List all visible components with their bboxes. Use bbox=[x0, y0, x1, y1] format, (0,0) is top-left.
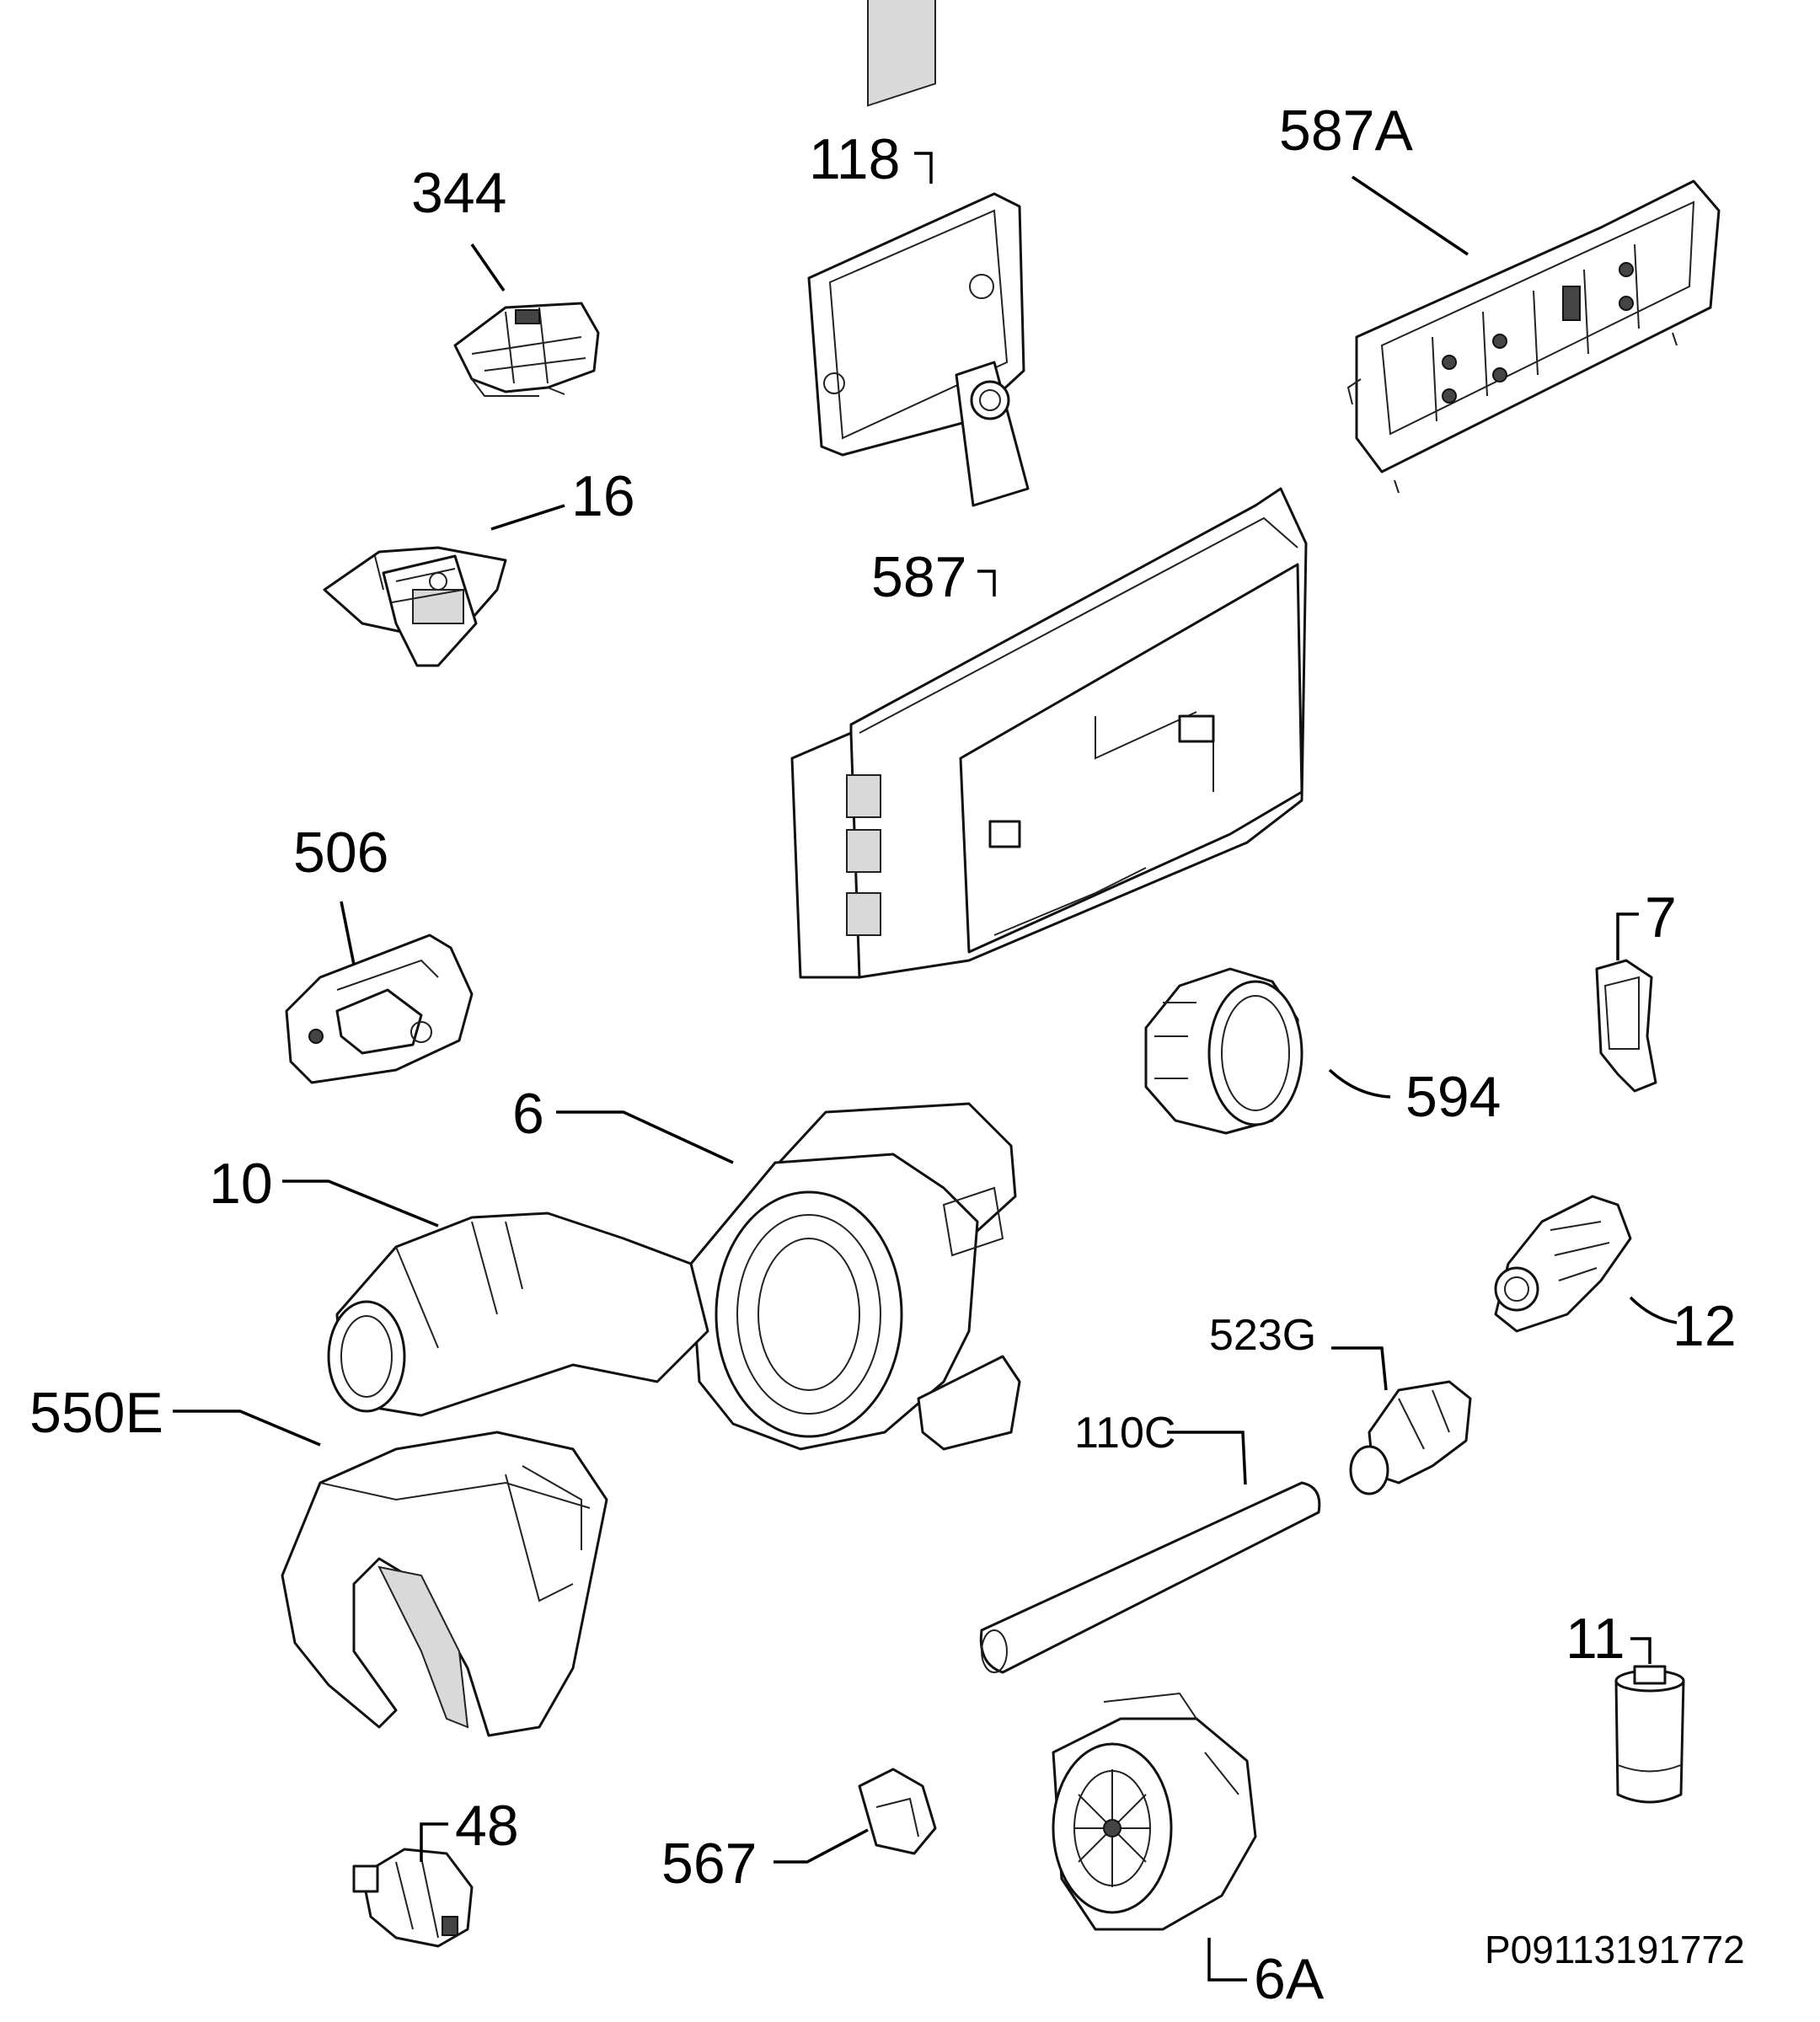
part-110C-drawing bbox=[979, 1481, 1321, 1674]
leader-506 bbox=[340, 901, 356, 966]
label-11: 11 bbox=[1566, 1607, 1625, 1671]
part-48-drawing bbox=[352, 1848, 474, 1948]
leader-6 bbox=[556, 1110, 734, 1164]
label-48: 48 bbox=[455, 1794, 519, 1858]
part-344-drawing bbox=[453, 302, 600, 397]
label-587A: 587A bbox=[1279, 99, 1413, 163]
leader-12 bbox=[1629, 1296, 1678, 1324]
leader-11 bbox=[1630, 1637, 1651, 1664]
leader-7 bbox=[1616, 912, 1639, 960]
label-6A: 6A bbox=[1254, 1947, 1325, 2011]
label-587: 587 bbox=[871, 545, 966, 609]
drawing-number: P09113191772 bbox=[1485, 1928, 1745, 1971]
leader-48 bbox=[420, 1822, 448, 1862]
leader-587 bbox=[977, 570, 996, 596]
part-506-drawing bbox=[285, 933, 474, 1084]
leader-110C bbox=[1167, 1431, 1247, 1485]
part-118-drawing bbox=[807, 0, 1030, 507]
label-594: 594 bbox=[1405, 1065, 1501, 1129]
label-118: 118 bbox=[809, 127, 900, 191]
leader-523G bbox=[1331, 1346, 1388, 1391]
label-16: 16 bbox=[571, 464, 635, 528]
leader-587A bbox=[1352, 175, 1469, 256]
part-11-drawing bbox=[1614, 1665, 1685, 1804]
leader-550E bbox=[173, 1410, 321, 1447]
label-523G: 523G bbox=[1209, 1311, 1316, 1360]
part-6-drawing bbox=[689, 1102, 1021, 1451]
label-550E: 550E bbox=[29, 1381, 163, 1445]
leader-567 bbox=[774, 1828, 869, 1864]
leader-344 bbox=[470, 243, 506, 292]
part-12-drawing bbox=[1494, 1195, 1632, 1333]
leader-6A bbox=[1207, 1938, 1247, 1982]
label-344: 344 bbox=[411, 161, 506, 225]
part-567-drawing bbox=[858, 1768, 937, 1855]
label-6: 6 bbox=[512, 1082, 544, 1146]
part-550E-drawing bbox=[281, 1431, 608, 1737]
leader-594 bbox=[1328, 1068, 1391, 1099]
part-7-drawing bbox=[1595, 959, 1657, 1093]
leader-16 bbox=[490, 504, 565, 531]
label-567: 567 bbox=[661, 1832, 757, 1896]
part-10-drawing bbox=[327, 1212, 709, 1417]
label-110C: 110C bbox=[1074, 1409, 1175, 1458]
part-6A-drawing bbox=[1052, 1692, 1257, 1931]
part-587-drawing bbox=[790, 487, 1308, 979]
part-594-drawing bbox=[1144, 967, 1303, 1135]
part-523G-drawing bbox=[1349, 1380, 1472, 1495]
label-7: 7 bbox=[1645, 885, 1677, 949]
label-12: 12 bbox=[1673, 1294, 1737, 1358]
part-587A-drawing bbox=[1346, 179, 1721, 494]
leader-10 bbox=[282, 1180, 439, 1228]
leader-118 bbox=[914, 152, 933, 184]
part-16-drawing bbox=[323, 546, 507, 667]
label-10: 10 bbox=[209, 1152, 273, 1216]
label-506: 506 bbox=[293, 821, 388, 885]
